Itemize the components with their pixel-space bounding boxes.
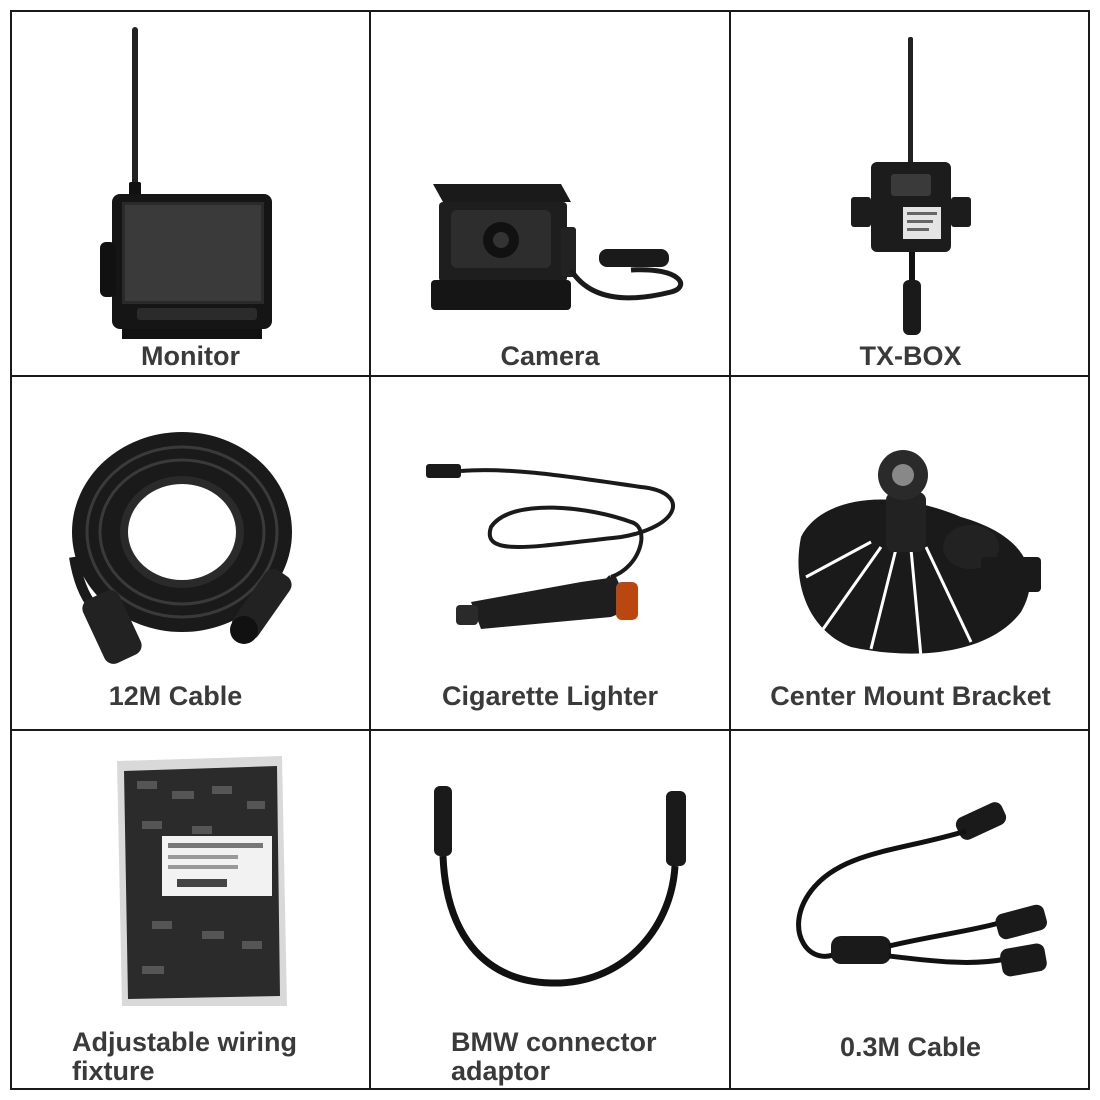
tx-box-icon [851,37,971,335]
grid-divider [369,12,371,1088]
item-label: Center Mount Bracket [770,681,1051,711]
item-label: TX-BOX [859,341,962,371]
item-label: Monitor [141,341,240,371]
item-label: Adjustable wiring fixture [72,1027,298,1086]
grid-cell-monitor: Monitor [12,12,369,375]
cigarette-lighter-icon [426,464,675,629]
wiring-fixture-bag-icon [117,756,287,1006]
connector-adaptor-icon [434,786,686,987]
cable-coil-icon [69,432,292,664]
splitter-cable-icon [796,802,1047,977]
item-label: 0.3M Cable [839,1032,982,1062]
grid-cell-camera: Camera [371,12,729,375]
grid-divider [12,375,1088,377]
mount-bracket-icon [798,450,1041,658]
grid-divider [12,729,1088,731]
grid-cell-tx-box: TX-BOX [731,12,1090,375]
product-grid: Monitor Camera [10,10,1090,1090]
grid-cell-cigarette-lighter: Cigarette Lighter [371,377,729,729]
item-label: BMW connector adaptor [451,1027,657,1086]
grid-cell-adjustable-wiring-fixture: Adjustable wiring fixture [12,731,369,1090]
monitor-icon [100,27,272,339]
grid-cell-12m-cable: 12M Cable [12,377,369,729]
grid-cell-center-mount-bracket: Center Mount Bracket [731,377,1090,729]
grid-divider [729,12,731,1088]
grid-cell-bmw-connector-adaptor: BMW connector adaptor [371,731,729,1090]
item-label: Camera [500,341,600,371]
item-label: Cigarette Lighter [441,681,659,711]
item-label: 12M Cable [108,681,243,711]
camera-icon [431,184,684,310]
grid-cell-0-3m-cable: 0.3M Cable [731,731,1090,1090]
